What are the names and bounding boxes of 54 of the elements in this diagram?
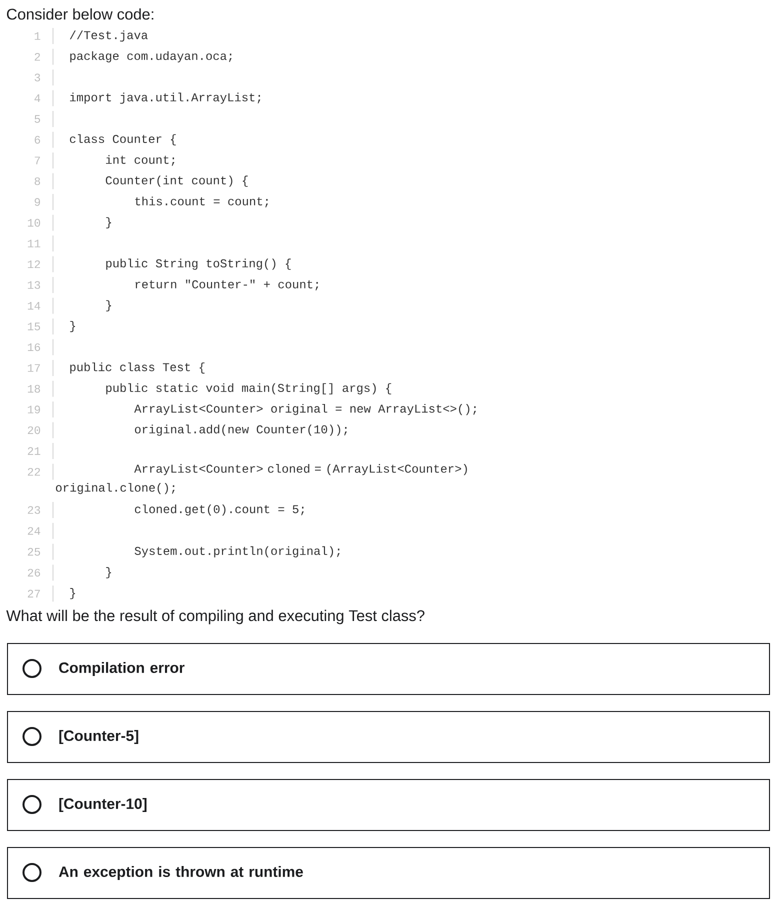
line-number: 11 bbox=[28, 240, 40, 248]
answer-option: Compilation error bbox=[7, 643, 770, 695]
code-line: ArrayList<Counter> cloned = (ArrayList<Counter>) original.clone(); bbox=[56, 464, 467, 494]
code-line: Counter(int count) { bbox=[106, 176, 248, 187]
code-line: } bbox=[70, 320, 76, 332]
line-number: 26 bbox=[28, 568, 40, 577]
question-text: What will be the result of compiling and executing Test class? bbox=[6, 610, 424, 624]
code-line: public static void main(String[] args) { bbox=[106, 383, 392, 394]
code-line: ArrayList<Counter> original = new ArrayList<>(); bbox=[134, 404, 476, 416]
line-number: 15 bbox=[28, 322, 40, 330]
code-line: } bbox=[106, 567, 112, 578]
line-number: 21 bbox=[28, 447, 40, 455]
code-line: return "Counter-" + count; bbox=[136, 280, 318, 290]
heading: Consider below code: bbox=[6, 8, 154, 20]
line-number: 13 bbox=[28, 281, 40, 289]
line-number: 24 bbox=[28, 527, 40, 535]
code-line: } bbox=[106, 300, 112, 312]
code-line: class Counter { bbox=[70, 134, 176, 146]
line-number: 12 bbox=[28, 260, 40, 268]
code-line: System.out.println(original); bbox=[134, 546, 340, 558]
line-number: 19 bbox=[28, 406, 40, 414]
line-number: 3 bbox=[34, 74, 40, 82]
code-line: import java.util.ArrayList; bbox=[70, 92, 260, 104]
line-number: 20 bbox=[28, 426, 40, 434]
line-number: 7 bbox=[34, 156, 40, 164]
line-number: 5 bbox=[34, 115, 40, 123]
line-number: 9 bbox=[34, 198, 40, 206]
code-line: //Test.java bbox=[70, 30, 148, 42]
line-number: 18 bbox=[28, 384, 40, 393]
code-line: } bbox=[106, 217, 112, 228]
code-line: cloned.get(0).count = 5; bbox=[134, 504, 304, 516]
code-line: public class Test { bbox=[70, 362, 204, 374]
line-number: 25 bbox=[28, 548, 40, 556]
line-number: 2 bbox=[34, 52, 40, 61]
line-number: 4 bbox=[34, 94, 40, 102]
line-number: 27 bbox=[28, 590, 40, 598]
line-number: 16 bbox=[28, 343, 40, 352]
code-line: this.count = count; bbox=[135, 196, 268, 208]
line-number: 8 bbox=[34, 177, 40, 186]
line-number: 22 bbox=[28, 468, 40, 476]
line-number: 23 bbox=[28, 506, 40, 514]
line-number: 6 bbox=[34, 136, 40, 144]
answer-option: [Counter-5] bbox=[7, 711, 770, 763]
code-line: } bbox=[70, 588, 76, 600]
code-line: public String toString() { bbox=[106, 258, 291, 270]
line-number: 14 bbox=[28, 302, 40, 310]
line-number: 10 bbox=[28, 218, 40, 227]
answer-option: [Counter-10] bbox=[7, 779, 770, 831]
code-line: int count; bbox=[106, 155, 174, 166]
line-number: 1 bbox=[34, 32, 40, 40]
code-line: package com.udayan.oca; bbox=[70, 51, 232, 62]
line-number: 17 bbox=[28, 364, 40, 372]
answer-option: An exception is thrown at runtime bbox=[7, 847, 770, 899]
code-line: original.add(new Counter(10)); bbox=[134, 424, 347, 436]
